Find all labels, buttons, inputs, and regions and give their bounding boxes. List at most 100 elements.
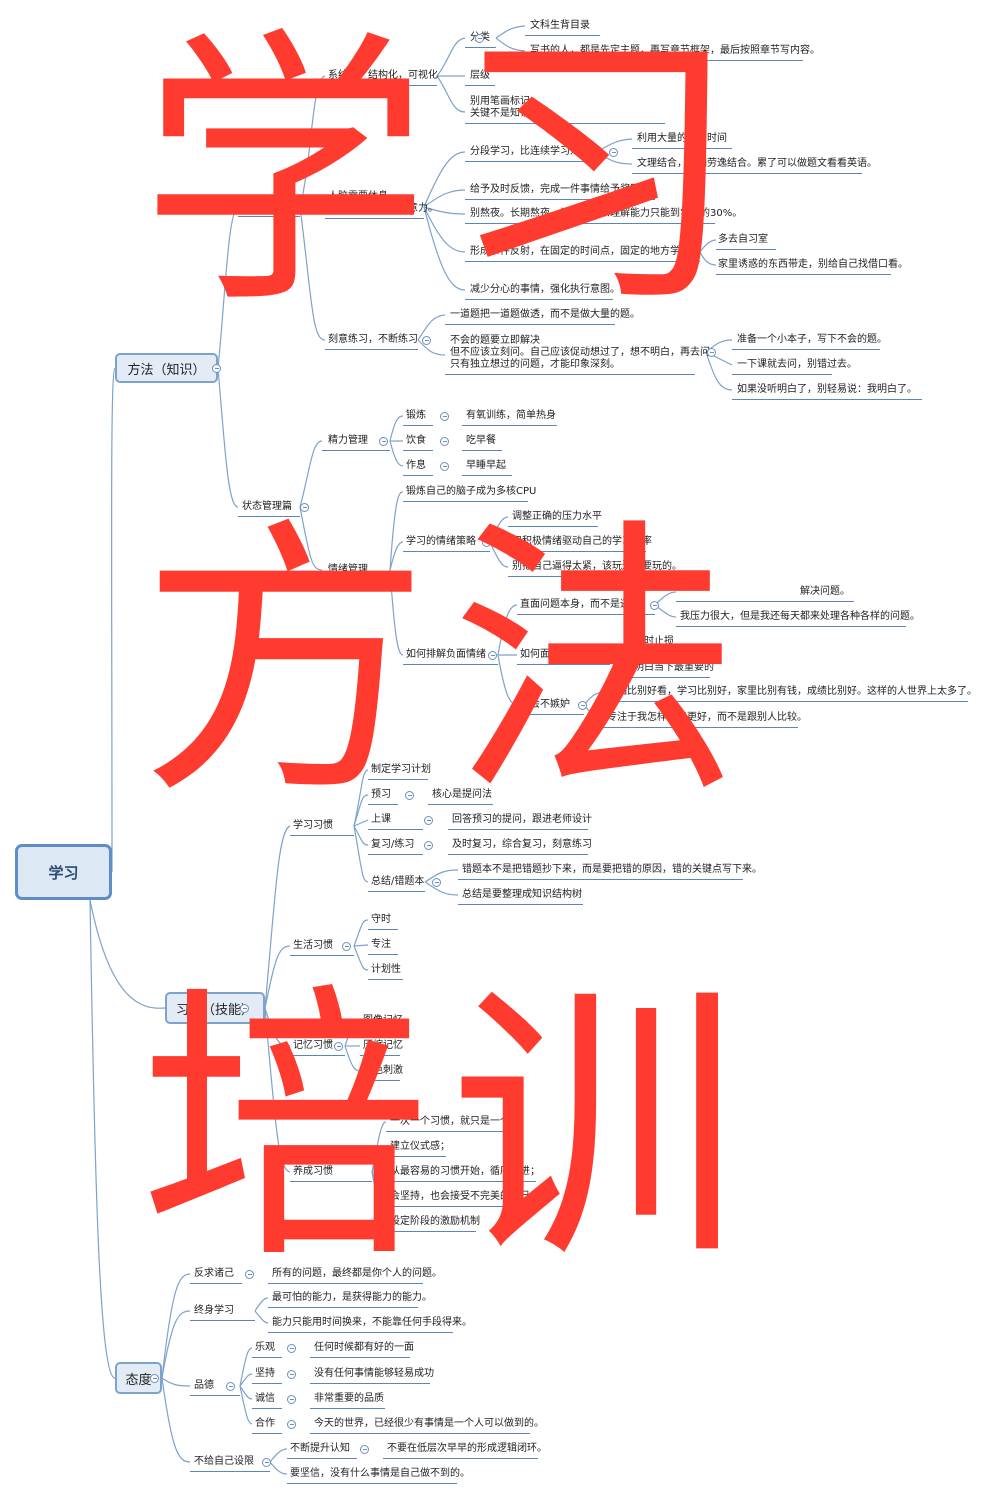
node-label[interactable]: 压缩记忆: [363, 1040, 403, 1051]
node-label[interactable]: 回答预习的提问，跟进老师设计: [452, 814, 592, 825]
node-label[interactable]: 如果没听明白了，别轻易说：我明白了。: [737, 384, 917, 395]
node-label[interactable]: 今天的世界，已经很少有事情是一个人可以做到的。: [314, 1418, 544, 1429]
node-label[interactable]: 只有独立想过的问题，才能印象深刻。: [450, 359, 620, 370]
node-label[interactable]: 乐观: [255, 1342, 275, 1353]
node-label[interactable]: 最可怕的能力，是获得能力的能力。: [272, 1292, 432, 1303]
collapse-icon[interactable]: [287, 1395, 296, 1404]
collapse-icon[interactable]: [440, 462, 449, 471]
collapse-icon[interactable]: [488, 651, 497, 660]
node-label[interactable]: 品德: [194, 1380, 214, 1391]
node-label[interactable]: 会坚持，也会接受不完美的自己；: [390, 1191, 540, 1202]
collapse-icon[interactable]: [334, 1042, 343, 1051]
node-label[interactable]: 总结/错题本: [371, 876, 425, 887]
node-label[interactable]: 记忆习惯: [293, 1040, 333, 1051]
collapse-icon[interactable]: [262, 1458, 271, 1467]
node-label[interactable]: 制定学习计划: [371, 764, 431, 775]
node-label[interactable]: 合作: [255, 1418, 275, 1429]
node-label[interactable]: 守时: [371, 914, 391, 925]
node-label[interactable]: 从最容易的习惯开始，循序渐进；: [390, 1166, 540, 1177]
node-label[interactable]: 系统化，结构化，可视化: [328, 70, 438, 81]
node-label[interactable]: 我压力很大，但是我还每天都来处理各种各样的问题。: [680, 611, 920, 622]
node-label[interactable]: 别熬夜。长期熬夜，记忆能力和理解能力只能到常人的30%。: [470, 208, 743, 219]
node-label[interactable]: 解决问题。: [800, 586, 850, 597]
node-label[interactable]: 终身学习: [194, 1305, 234, 1316]
node-label[interactable]: 精力管理: [328, 435, 368, 446]
node-label[interactable]: 别用笔画标记。: [470, 96, 540, 107]
node-label[interactable]: 利用大量的零散时间: [637, 133, 727, 144]
collapse-icon[interactable]: [432, 878, 441, 887]
collapse-icon[interactable]: [240, 1004, 249, 1013]
collapse-icon[interactable]: [379, 437, 388, 446]
node-label[interactable]: 关键不是知识本身: [470, 108, 550, 119]
collapse-icon[interactable]: [245, 1270, 254, 1279]
node-label[interactable]: 没有任何事情能够轻易成功: [314, 1368, 434, 1379]
node-label[interactable]: 不能长久的集中注意力。: [328, 203, 438, 214]
node-label[interactable]: 写书的人，都是先定主题，再写章节框架，最后按照章节写内容。: [530, 45, 820, 56]
node-label[interactable]: 早睡早起: [466, 460, 506, 471]
node-label[interactable]: 核心是提问法: [432, 789, 492, 800]
collapse-icon[interactable]: [405, 791, 414, 800]
node-label[interactable]: 预习: [371, 789, 391, 800]
collapse-icon[interactable]: [609, 148, 618, 157]
node-label[interactable]: 别把自己逼得太紧，该玩还是要玩的。: [512, 561, 682, 572]
collapse-icon[interactable]: [360, 1445, 369, 1454]
node-label[interactable]: 分段学习，比连续学习效果好。: [470, 146, 610, 157]
node-label[interactable]: 但不应该立刻问。自己应该促动想过了，想不明白，再去问。: [450, 347, 720, 358]
node-label[interactable]: 如何排解负面情绪: [406, 649, 486, 660]
node-label[interactable]: 一下课就去问，别错过去。: [737, 359, 857, 370]
node-label[interactable]: 诚信: [255, 1393, 275, 1404]
collapse-icon[interactable]: [287, 1344, 296, 1353]
collapse-icon[interactable]: [605, 651, 614, 660]
node-label[interactable]: 吃早餐: [466, 435, 496, 446]
node-label[interactable]: 反求诸己: [194, 1268, 234, 1279]
node-label[interactable]: 上课: [371, 814, 391, 825]
collapse-icon[interactable]: [440, 437, 449, 446]
node-label[interactable]: 专注: [371, 939, 391, 950]
node-label[interactable]: 长相比别好看，学习比别好，家里比别有钱，成绩比别好。这样的人世界上太多了。: [607, 686, 977, 697]
node-label[interactable]: 刻意练习，不断练习: [328, 334, 418, 345]
collapse-icon[interactable]: [212, 364, 221, 373]
node-label[interactable]: 有氧训练，简单热身: [466, 410, 556, 421]
node-label[interactable]: 及时复习，综合复习，刻意练习: [452, 839, 592, 850]
node-label[interactable]: 计划性: [371, 964, 401, 975]
node-label[interactable]: 人脑需要休息，: [328, 191, 398, 202]
node-label[interactable]: 调整正确的压力水平: [512, 511, 602, 522]
node-label[interactable]: 直面问题本身，而不是逃避。: [520, 599, 650, 610]
node-label[interactable]: 生活习惯: [293, 940, 333, 951]
node-label[interactable]: 不要在低层次早早的形成逻辑闭环。: [387, 1443, 547, 1454]
node-label[interactable]: 能力只能用时间换来，不能靠任何手段得来。: [272, 1317, 472, 1328]
node-label[interactable]: 及时止损: [634, 636, 674, 647]
collapse-icon[interactable]: [578, 701, 587, 710]
node-label[interactable]: 形成条件反射，在固定的时间点，固定的地方学习。: [470, 246, 700, 257]
node-label[interactable]: 用积极情绪驱动自己的学习效率: [512, 536, 652, 547]
collapse-icon[interactable]: [342, 942, 351, 951]
node-label[interactable]: 任何时候都有好的一面: [314, 1342, 414, 1353]
node-label[interactable]: 一次一个习惯，就只是一个；: [390, 1116, 520, 1127]
collapse-icon[interactable]: [300, 503, 309, 512]
node-label[interactable]: 作息: [406, 460, 426, 471]
node-label[interactable]: 建立仪式感；: [390, 1141, 450, 1152]
collapse-icon[interactable]: [650, 601, 659, 610]
node-label[interactable]: 多去自习室: [718, 234, 768, 245]
node-label[interactable]: 设定阶段的激励机制: [390, 1216, 480, 1227]
node-label[interactable]: 错题本不是把错题抄下来，而是要把错的原因，错的关键点写下来。: [462, 864, 762, 875]
node-label[interactable]: 准备一个小本子，写下不会的题。: [737, 334, 887, 345]
node-label[interactable]: 文理结合，宛如劳逸结合。累了可以做题文看看英语。: [637, 158, 877, 169]
node-label[interactable]: 不给自己设限: [194, 1456, 254, 1467]
node-label[interactable]: 学习习惯: [293, 820, 333, 831]
node-label[interactable]: 要坚信，没有什么事情是自己做不到的。: [290, 1468, 470, 1479]
collapse-icon[interactable]: [424, 841, 433, 850]
node-label[interactable]: 饮食: [406, 435, 426, 446]
node-label[interactable]: 明白当下最重要的: [634, 662, 714, 673]
node-label[interactable]: 养成习惯: [293, 1166, 333, 1177]
collapse-icon[interactable]: [690, 248, 699, 257]
node-label[interactable]: 给予及时反馈，完成一件事情给予奖励。: [470, 184, 650, 195]
node-label[interactable]: 坚持: [255, 1368, 275, 1379]
collapse-icon[interactable]: [226, 1382, 235, 1391]
node-label[interactable]: 情绪管理: [328, 564, 368, 575]
node-label[interactable]: 专注于我怎样才能更好，而不是跟别人比较。: [607, 712, 807, 723]
collapse-icon[interactable]: [707, 348, 716, 357]
collapse-icon[interactable]: [422, 336, 431, 345]
node-label[interactable]: 文科生背目录: [530, 20, 590, 31]
node-label[interactable]: 图像记忆: [363, 1015, 403, 1026]
